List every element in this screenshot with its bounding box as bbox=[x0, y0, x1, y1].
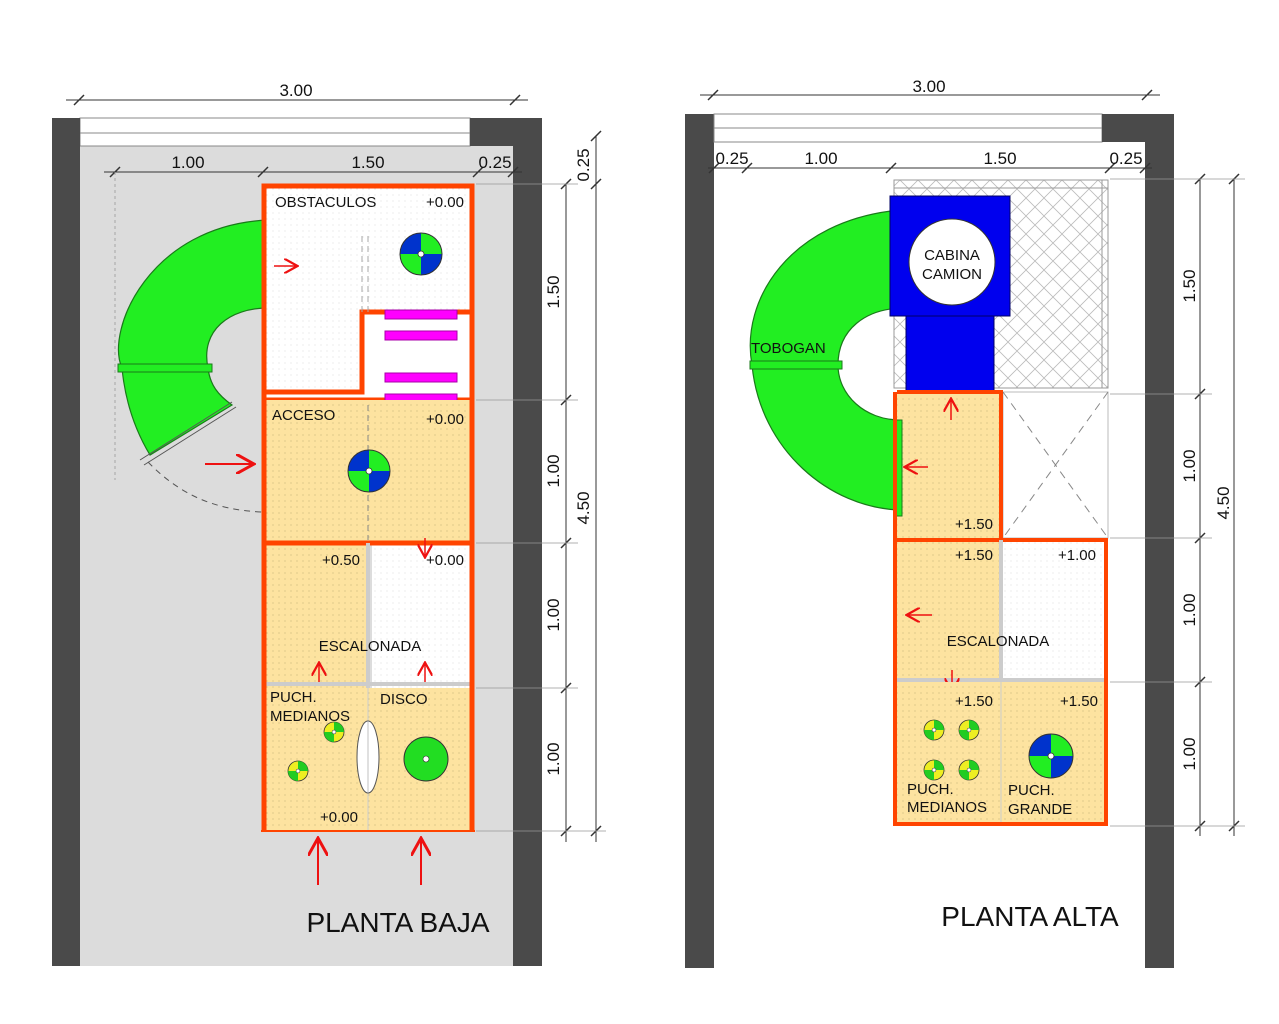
planta-baja: 3.00 1.00 1.50 0.25 1 bbox=[52, 81, 606, 966]
label-cabina-2: CAMION bbox=[922, 266, 982, 283]
dim-total-height-alta: 4.50 bbox=[1214, 486, 1233, 519]
dim-seg-d-alta: 0.25 bbox=[1109, 149, 1142, 168]
bar-1 bbox=[384, 309, 458, 320]
ball-obstaculos bbox=[399, 232, 443, 276]
tobogan-upper bbox=[749, 209, 906, 366]
slide-lower bbox=[121, 367, 234, 456]
top-gap bbox=[79, 117, 471, 147]
dim-seg-c: 0.25 bbox=[478, 153, 511, 172]
label-disco: DISCO bbox=[380, 691, 428, 708]
top-right-wall bbox=[470, 118, 542, 146]
small-balls-alta bbox=[923, 719, 980, 781]
bar-2 bbox=[384, 330, 458, 341]
label-puch-2: MEDIANOS bbox=[270, 708, 350, 725]
right-wall bbox=[513, 146, 542, 966]
dim-top-small: 0.25 bbox=[574, 148, 593, 181]
dim-seg-c-alta: 1.50 bbox=[983, 149, 1016, 168]
level-b-alta: +1.50 bbox=[955, 547, 993, 564]
level-d-alta: +1.50 bbox=[955, 693, 993, 710]
level-c-alta: +1.00 bbox=[1058, 547, 1096, 564]
top-right-wall-alta bbox=[1102, 114, 1174, 142]
planta-alta: 3.00 0.25 1.00 1.50 0.25 bbox=[685, 77, 1245, 968]
level-obstaculos: +0.00 bbox=[426, 194, 464, 211]
ball-acceso bbox=[347, 449, 391, 493]
dim-row4: 1.00 bbox=[544, 742, 563, 775]
label-puch-med-2: MEDIANOS bbox=[907, 799, 987, 816]
label-puch-gr-1: PUCH. bbox=[1008, 782, 1055, 799]
dim-seg-a-alta: 0.25 bbox=[715, 149, 748, 168]
label-tobogan: TOBOGAN bbox=[751, 340, 826, 357]
bar-3 bbox=[384, 372, 458, 383]
dim-seg-b: 1.50 bbox=[351, 153, 384, 172]
level-bottom: +0.00 bbox=[320, 809, 358, 826]
dim-row1: 1.50 bbox=[544, 275, 563, 308]
right-wall-alta bbox=[1145, 142, 1174, 968]
dim-row2: 1.00 bbox=[544, 454, 563, 487]
label-puch-med-1: PUCH. bbox=[907, 781, 954, 798]
dim-row2-alta: 1.00 bbox=[1180, 449, 1199, 482]
left-wall-alta bbox=[685, 114, 714, 968]
label-escalonada-alta: ESCALONADA bbox=[947, 633, 1050, 650]
ball-grande bbox=[1028, 733, 1074, 779]
level-a-alta: +1.50 bbox=[955, 516, 993, 533]
disco-ball bbox=[403, 736, 449, 782]
dim-total-width-alta: 3.00 bbox=[912, 77, 945, 96]
dim-row3: 1.00 bbox=[544, 598, 563, 631]
dim-row1-alta: 1.50 bbox=[1180, 269, 1199, 302]
slide-upper bbox=[117, 219, 269, 369]
label-acceso: ACCESO bbox=[272, 407, 335, 424]
level-e-alta: +1.50 bbox=[1060, 693, 1098, 710]
label-obstaculos: OBSTACULOS bbox=[275, 194, 376, 211]
small-ball-1 bbox=[323, 721, 345, 743]
dim-total-width: 3.00 bbox=[279, 81, 312, 100]
label-escalonada: ESCALONADA bbox=[319, 638, 422, 655]
dim-total-height: 4.50 bbox=[574, 491, 593, 524]
level-esc-left: +0.50 bbox=[322, 552, 360, 569]
level-esc-right: +0.00 bbox=[426, 552, 464, 569]
level-acceso: +0.00 bbox=[426, 411, 464, 428]
small-ball-2 bbox=[287, 760, 309, 782]
left-wall bbox=[52, 118, 80, 966]
tobogan-lower bbox=[751, 364, 901, 511]
label-puch-1: PUCH. bbox=[270, 689, 317, 706]
label-puch-gr-2: GRANDE bbox=[1008, 801, 1072, 818]
title-planta-alta: PLANTA ALTA bbox=[941, 901, 1119, 932]
dim-seg-a: 1.00 bbox=[171, 153, 204, 172]
dim-seg-b-alta: 1.00 bbox=[804, 149, 837, 168]
dim-row3-alta: 1.00 bbox=[1180, 593, 1199, 626]
dim-row4-alta: 1.00 bbox=[1180, 737, 1199, 770]
title-planta-baja: PLANTA BAJA bbox=[306, 907, 489, 938]
label-cabina-1: CABINA bbox=[924, 247, 980, 264]
